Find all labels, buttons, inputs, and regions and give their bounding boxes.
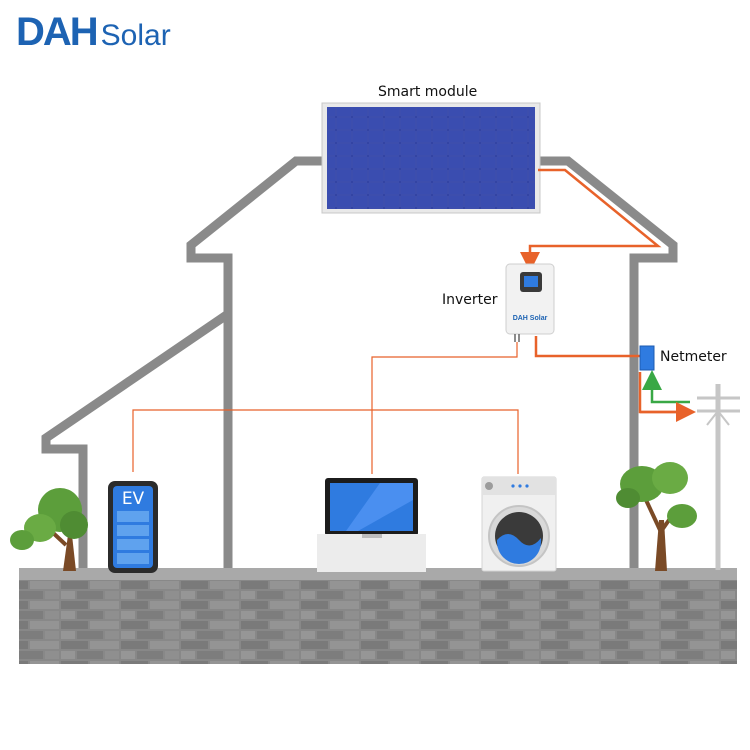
brand-logo: DAH Solar — [16, 10, 171, 55]
garage-roof — [41, 310, 231, 572]
inverter-brand-text: DAH Solar — [513, 315, 548, 322]
roof-left — [186, 156, 325, 572]
grid-export-arrow — [642, 370, 690, 404]
grid-import-arrow — [638, 372, 690, 414]
inverter-unit: DAH Solar — [505, 263, 555, 342]
laptop — [317, 478, 426, 572]
brand-word: Solar — [100, 19, 171, 52]
tree-left — [10, 488, 88, 571]
smart-module-label: Smart module — [378, 84, 478, 100]
roof-right — [538, 156, 678, 572]
ev-charger: EV — [108, 481, 158, 573]
dc-wiring — [520, 168, 662, 272]
netmeter-box — [639, 345, 655, 371]
ev-label: EV — [122, 489, 145, 509]
washing-machine — [481, 476, 557, 572]
household-wiring — [132, 342, 519, 474]
utility-pole — [697, 384, 740, 570]
netmeter-label: Netmeter — [660, 349, 727, 365]
brand-mark: DAH — [16, 10, 99, 54]
house-outline — [41, 156, 678, 572]
ac-wire-to-netmeter — [534, 336, 642, 358]
smart-module-panel — [321, 102, 541, 214]
tree-right — [616, 462, 697, 571]
inverter-label: Inverter — [442, 292, 498, 308]
stone-ground — [19, 568, 737, 664]
